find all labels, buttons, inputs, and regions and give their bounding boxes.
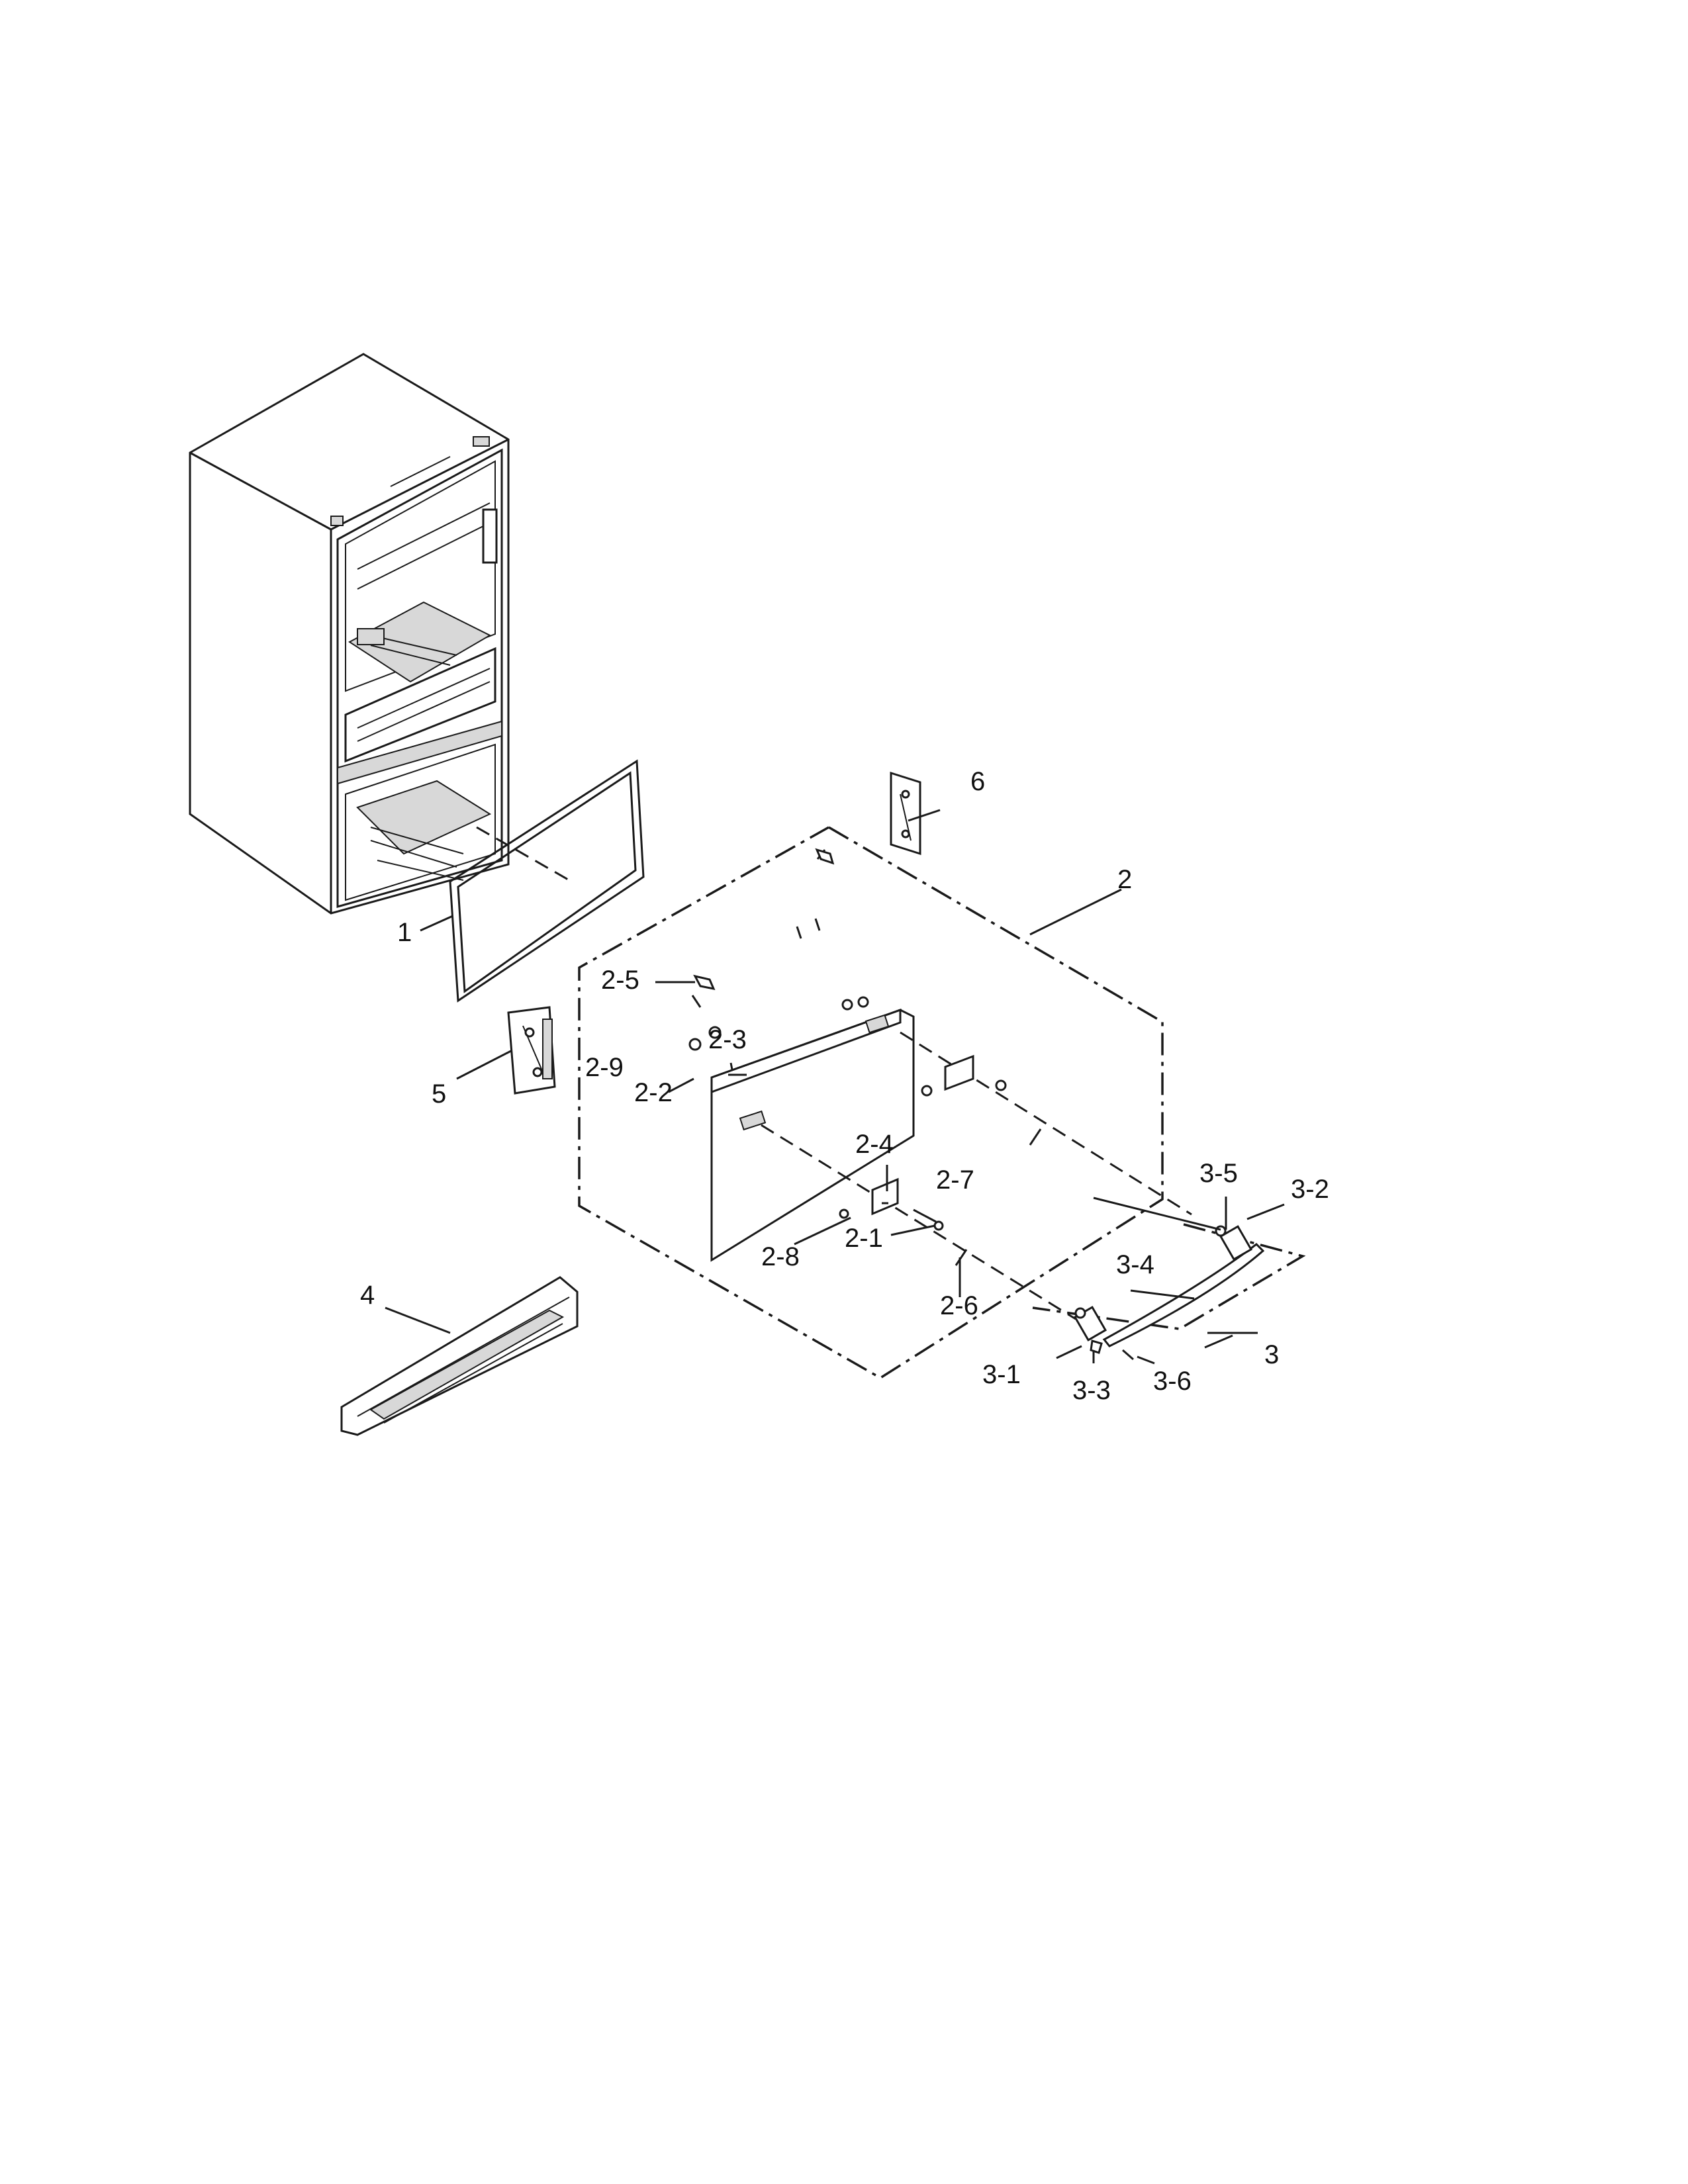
callout-3-5: 3-5 <box>1199 1159 1238 1188</box>
callout-labels: 1 2 2-1 2-2 2-3 2-4 2-5 2-6 2-7 2-8 2-9 … <box>360 767 1329 1405</box>
callout-3-4: 3-4 <box>1116 1250 1154 1279</box>
leader-lines <box>385 809 1285 1365</box>
callout-2-7: 2-7 <box>936 1165 974 1195</box>
refrigerator-cabinet <box>189 353 510 915</box>
hinge-bracket-lower <box>507 1006 556 1095</box>
callout-2-5: 2-5 <box>601 966 639 995</box>
callout-2: 2 <box>1117 865 1132 894</box>
callout-3-2: 3-2 <box>1291 1175 1329 1204</box>
callout-1: 1 <box>397 918 412 947</box>
callout-2-3: 2-3 <box>708 1025 747 1054</box>
door-assembly-boundary <box>578 826 1164 1380</box>
callout-2-8: 2-8 <box>761 1242 800 1271</box>
callout-6: 6 <box>970 767 985 796</box>
callout-2-9: 2-9 <box>585 1053 624 1082</box>
callout-5: 5 <box>432 1079 446 1109</box>
callout-3-6: 3-6 <box>1153 1367 1192 1396</box>
door-bin <box>340 1276 579 1436</box>
callout-4: 4 <box>360 1281 375 1310</box>
callout-3-1: 3-1 <box>982 1360 1021 1389</box>
callout-3-3: 3-3 <box>1072 1376 1111 1405</box>
callout-2-4: 2-4 <box>855 1130 894 1159</box>
hinge-bracket-upper <box>890 771 921 856</box>
door-gasket <box>449 759 645 1003</box>
callout-2-6: 2-6 <box>940 1291 978 1320</box>
freezer-door-panel <box>688 848 1192 1320</box>
door-handle-assembly <box>1032 1223 1306 1361</box>
callout-2-2: 2-2 <box>634 1078 673 1107</box>
callout-2-1: 2-1 <box>845 1224 883 1253</box>
callout-3: 3 <box>1264 1340 1279 1369</box>
